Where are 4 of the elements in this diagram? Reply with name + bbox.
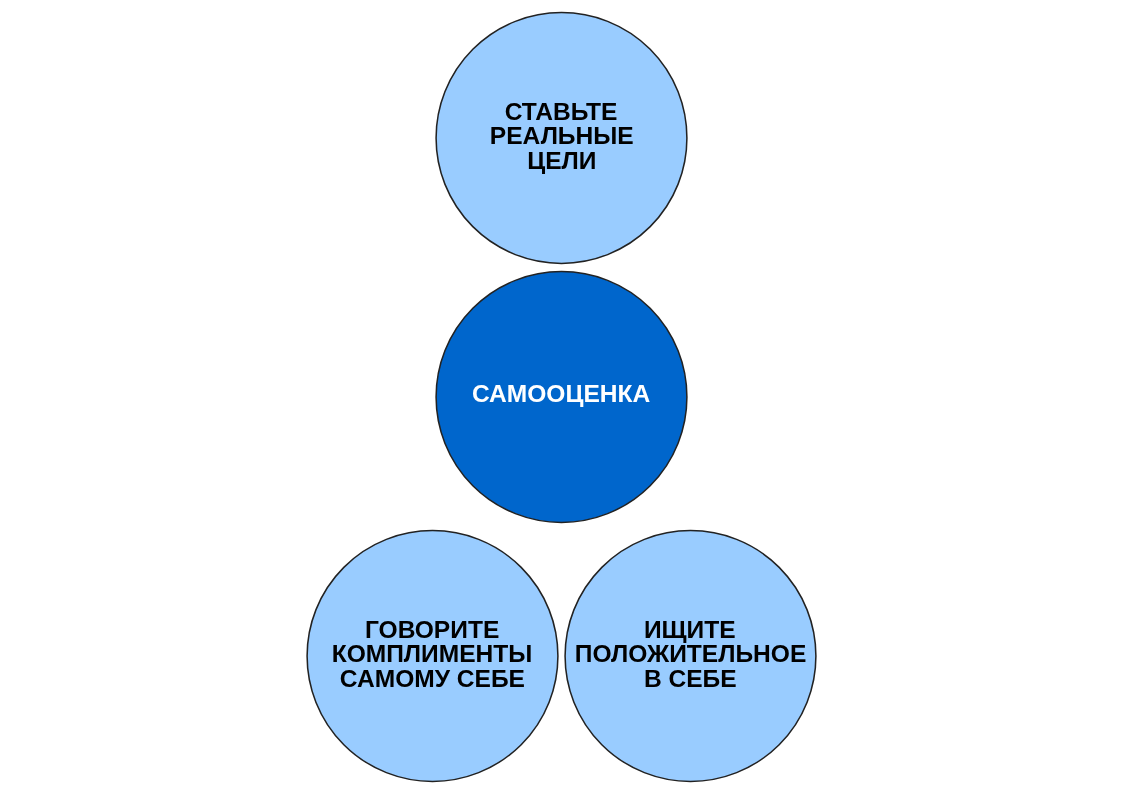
node-circle: ГОВОРИТЕ КОМПЛИМЕНТЫ САМОМУ СЕБЕ bbox=[306, 529, 559, 783]
node-circle: САМООЦЕНКА bbox=[435, 270, 688, 524]
node-circle: СТАВЬТЕ РЕАЛЬНЫЕ ЦЕЛИ bbox=[435, 11, 688, 265]
node-circle: ИЩИТЕ ПОЛОЖИТЕЛЬНОЕ В СЕБЕ bbox=[564, 529, 817, 783]
